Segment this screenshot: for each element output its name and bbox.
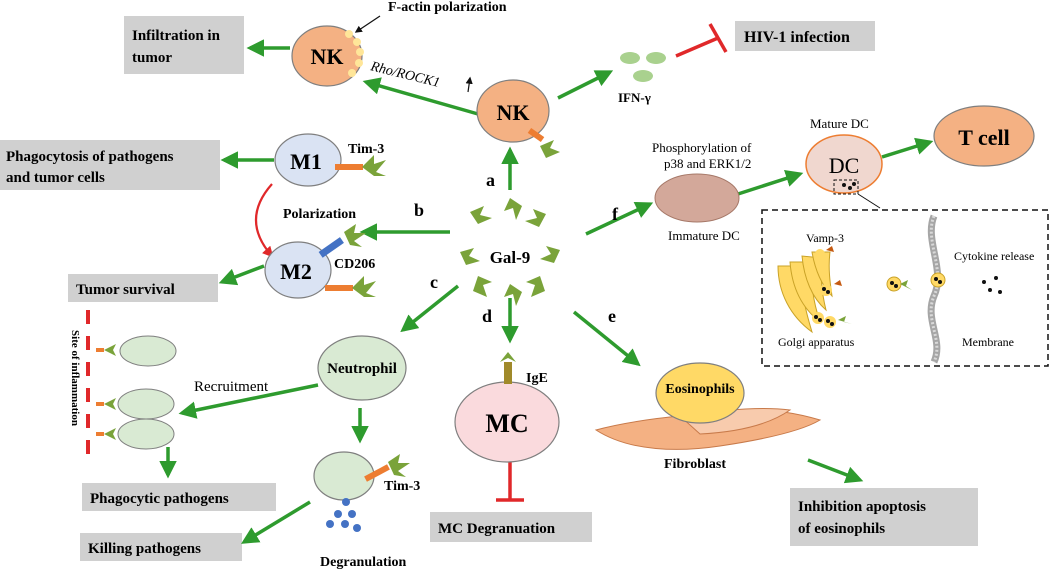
m1-label: M1 <box>290 149 322 174</box>
arrow-dc-tcell <box>881 137 934 159</box>
hiv-box: HIV-1 infection <box>735 21 875 51</box>
eosinophil-cell: Eosinophils <box>655 362 745 424</box>
inhibit-hiv <box>675 23 728 58</box>
immature-dc-label: Immature DC <box>668 228 740 243</box>
mc-degranulation-label: MC Degranuation <box>438 521 556 537</box>
neutrophil-degran-cell <box>313 451 410 532</box>
arrow-f <box>585 202 654 236</box>
eos-label: Eosinophils <box>665 382 735 397</box>
cd206-label: CD206 <box>334 257 375 272</box>
letter-b: b <box>414 200 424 220</box>
secretion-panel: Vamp-3 Cytokine r <box>761 209 1049 367</box>
neutrophil-cell: Neutrophil <box>317 335 407 401</box>
infiltration-line2: tumor <box>132 50 172 66</box>
mc-label: MC <box>485 409 528 438</box>
inhibition-line1: Inhibition apoptosis <box>798 499 926 515</box>
arrow-e <box>572 310 641 367</box>
mature-dc-cell: DC <box>805 134 883 195</box>
tim3-m1-label: Tim-3 <box>348 142 384 157</box>
phagocytosis-line1: Phagocytosis of pathogens <box>6 149 174 165</box>
t-cell-label: T cell <box>958 125 1010 150</box>
arrow-nk-ifn <box>557 70 614 100</box>
tim3-neutro-label: Tim-3 <box>384 479 420 494</box>
letter-c: c <box>430 272 438 292</box>
site-label: Site of inflammation <box>69 330 81 426</box>
phospho-line1: Phosphorylation of <box>652 140 752 155</box>
arrows <box>159 39 979 544</box>
phagocytic-box: Phagocytic pathogens <box>82 483 276 511</box>
fibroblast-label: Fibroblast <box>664 457 726 472</box>
arrow-recruitment <box>178 383 319 419</box>
ifn-gamma: IFN-γ <box>618 52 666 105</box>
fusion-vesicle <box>930 272 946 288</box>
tumor-survival-label: Tumor survival <box>76 282 175 298</box>
inflammation-site: Site of inflammation <box>69 310 177 454</box>
killing-box: Killing pathogens <box>80 533 242 561</box>
arrow-eos-inhibition <box>807 458 864 484</box>
nk-top-label: NK <box>311 44 344 69</box>
release-vesicle <box>886 276 912 292</box>
vamp-label: Vamp-3 <box>806 231 844 245</box>
hiv-label: HIV-1 infection <box>744 29 850 46</box>
cytokine-label: Cytokine release <box>954 249 1034 263</box>
letter-e: e <box>608 306 616 326</box>
infiltration-line1: Infiltration in <box>132 28 221 44</box>
mc-degranulation-box: MC Degranuation <box>430 512 592 542</box>
arrow-polarization <box>254 183 274 258</box>
infiltration-box: Infiltration in tumor <box>124 16 244 74</box>
immature-dc-cell <box>654 173 740 223</box>
inhibit-mc <box>496 460 524 502</box>
letter-a: a <box>486 170 495 190</box>
letter-f: f <box>612 204 619 224</box>
mature-dc-label: Mature DC <box>810 116 869 131</box>
inhibition-line2: of eosinophils <box>798 521 885 537</box>
t-cell: T cell <box>933 105 1035 167</box>
gal9-cluster <box>460 198 560 306</box>
arrow-m2-survival <box>218 264 265 286</box>
m1-cell: M1 <box>274 133 386 187</box>
phospho-line2: p38 and ERK1/2 <box>664 156 751 171</box>
zoom-connector <box>857 193 881 209</box>
mast-cell: MC <box>454 352 560 463</box>
m2-cell: M2 <box>264 224 376 299</box>
gal9-label: Gal-9 <box>490 248 531 267</box>
cytokine-dots <box>982 276 1002 294</box>
arrow-killing <box>241 500 311 544</box>
inhibition-box: Inhibition apoptosis of eosinophils <box>790 488 978 546</box>
ifn-label: IFN-γ <box>618 90 651 105</box>
membrane-label: Membrane <box>962 335 1014 349</box>
nk-main-label: NK <box>497 100 530 125</box>
arrow-immature-mature <box>737 169 804 196</box>
arrow-nk-to-nk <box>362 77 479 116</box>
factin-pointer <box>354 15 381 33</box>
nk-cell-top: NK <box>291 25 364 87</box>
dc-label: DC <box>829 153 860 178</box>
nk-cell-main: NK <box>476 79 560 158</box>
neutrophil-label: Neutrophil <box>327 361 397 377</box>
phagocytic-label: Phagocytic pathogens <box>90 491 229 507</box>
ige-label: IgE <box>526 371 548 386</box>
letter-d: d <box>482 306 492 326</box>
golgi-label: Golgi apparatus <box>778 335 855 349</box>
recruitment-label: Recruitment <box>194 379 269 395</box>
golgi-vesicles <box>812 246 852 328</box>
phagocytosis-box: Phagocytosis of pathogens and tumor cell… <box>0 140 220 190</box>
killing-label: Killing pathogens <box>88 541 201 557</box>
polarization-label: Polarization <box>283 207 356 222</box>
m2-label: M2 <box>280 259 312 284</box>
phagocytosis-line2: and tumor cells <box>6 170 105 186</box>
tumor-survival-box: Tumor survival <box>68 274 218 302</box>
degranulation-label: Degranulation <box>320 555 407 570</box>
factin-label: F-actin polarization <box>388 0 507 15</box>
arrow-c <box>400 284 460 333</box>
rho-up-arrow <box>465 76 473 93</box>
